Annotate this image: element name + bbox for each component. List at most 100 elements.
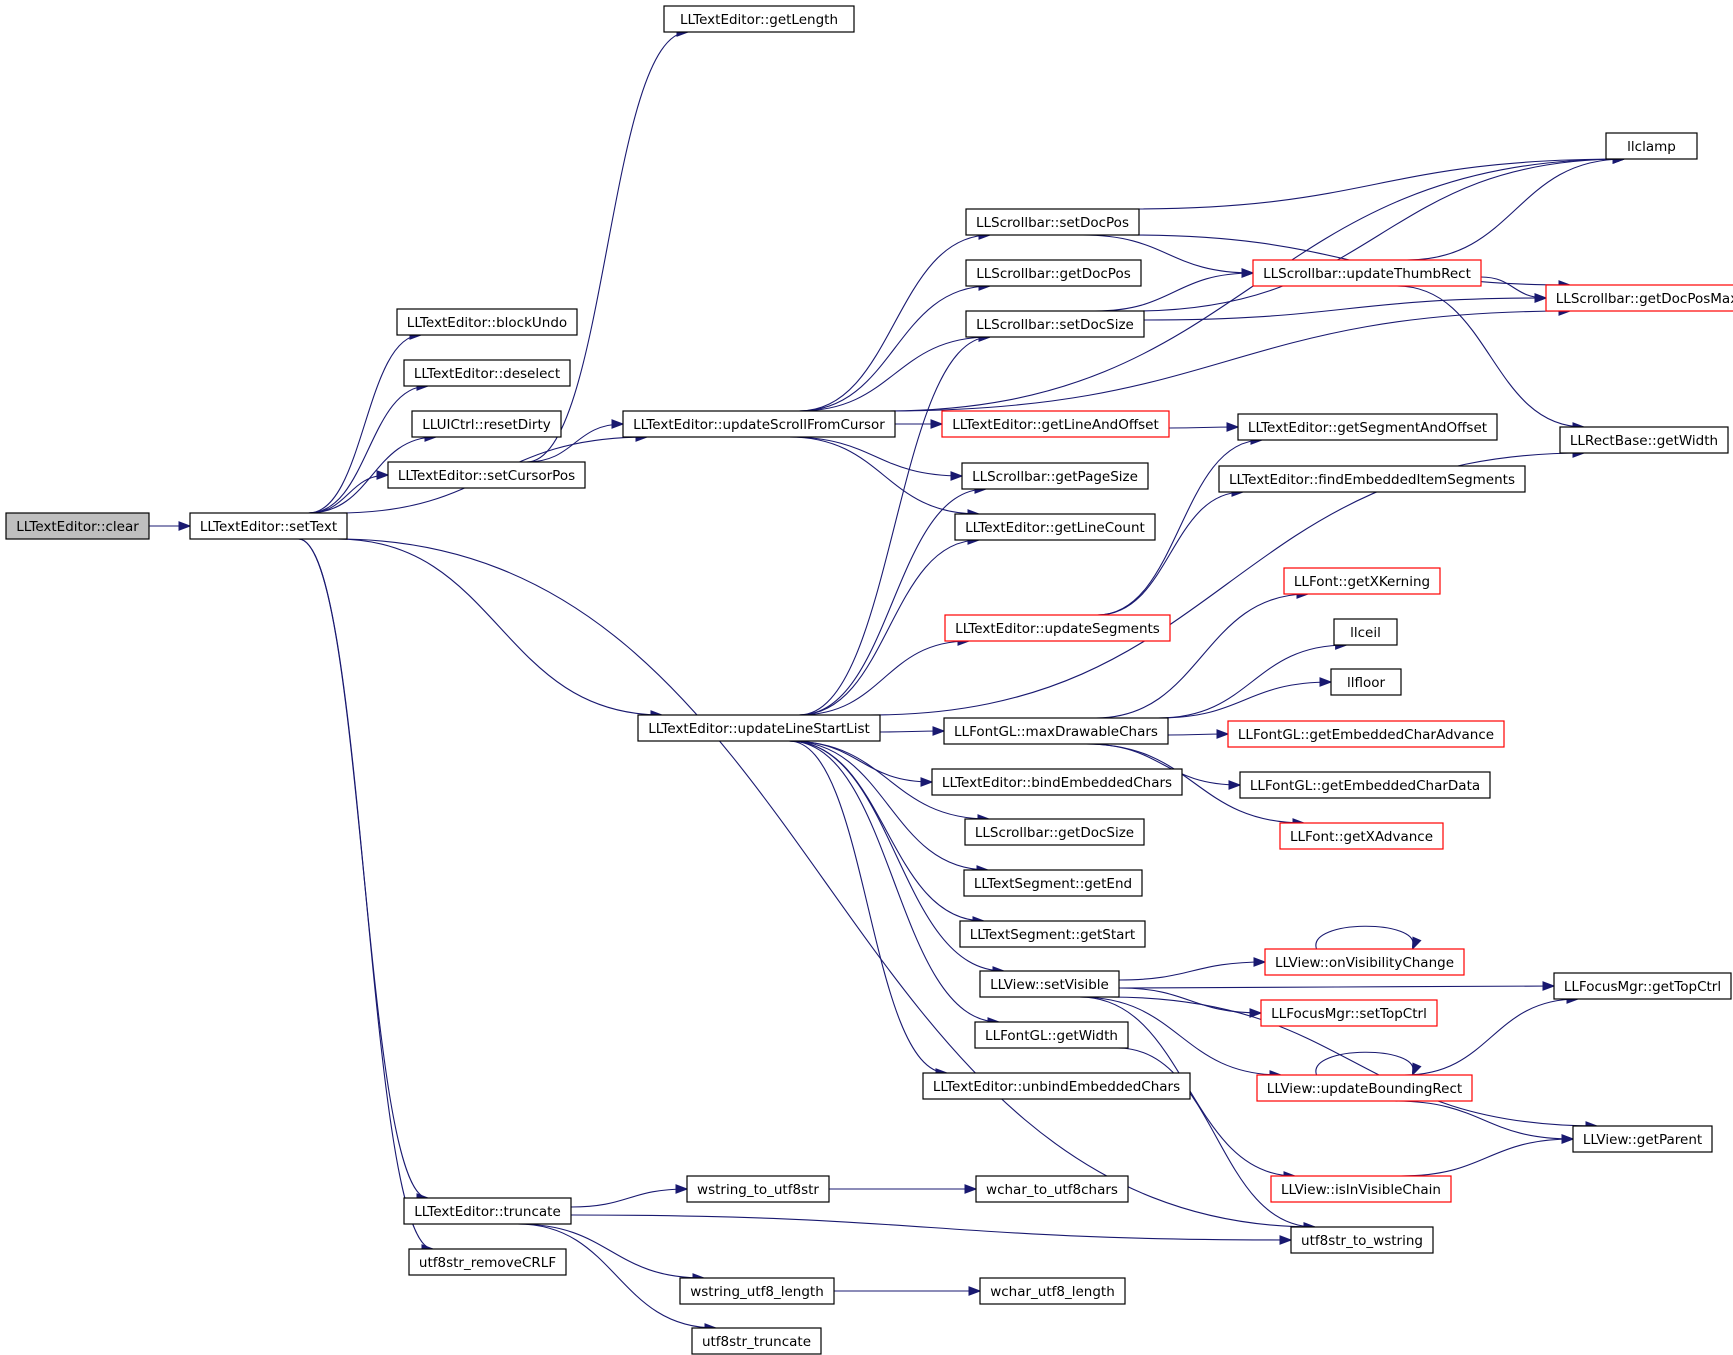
node-label: llceil <box>1350 625 1381 641</box>
node-updateThumbRect[interactable]: LLScrollbar::updateThumbRect <box>1252 259 1482 287</box>
node-label: LLFontGL::getEmbeddedCharAdvance <box>1238 727 1494 743</box>
node-box <box>403 1197 572 1225</box>
node-llclamp[interactable]: llclamp <box>1605 132 1698 160</box>
node-isInVisibleChain[interactable]: LLView::isInVisibleChain <box>1270 1175 1452 1203</box>
node-updateSegments[interactable]: LLTextEditor::updateSegments <box>944 614 1171 642</box>
edge-updateLineStartList-to-bindEmbeddedChars <box>788 740 934 787</box>
node-blockUndo[interactable]: LLTextEditor::blockUndo <box>396 308 578 336</box>
edge-setText-to-updateLineStartList <box>336 538 664 720</box>
node-deselect[interactable]: LLTextEditor::deselect <box>403 359 571 387</box>
edge-onVisibilityChange-to-onVisibilityChange <box>1315 925 1422 951</box>
node-wstringUtf8Length[interactable]: wstring_utf8_length <box>679 1277 835 1305</box>
edge-line <box>1133 158 1625 312</box>
node-label: LLTextEditor::getLength <box>680 12 838 28</box>
edge-updateLineStartList-to-updateSegments <box>798 636 971 716</box>
node-getStart[interactable]: LLTextSegment::getStart <box>959 920 1146 948</box>
node-updateBoundingRect[interactable]: LLView::updateBoundingRect <box>1256 1074 1473 1102</box>
node-updateLineStartList[interactable]: LLTextEditor::updateLineStartList <box>637 714 881 742</box>
node-getDocPos[interactable]: LLScrollbar::getDocPos <box>965 259 1142 287</box>
node-wstringToUtf8str[interactable]: wstring_to_utf8str <box>686 1175 830 1203</box>
edge-updateScrollFromCursor-to-getLineAndOffset <box>895 419 944 429</box>
node-box <box>5 512 150 540</box>
node-getXKerning[interactable]: LLFont::getXKerning <box>1283 567 1441 595</box>
node-getEnd[interactable]: LLTextSegment::getEnd <box>963 869 1143 897</box>
node-label: LLView::setVisible <box>990 977 1109 993</box>
edge-line <box>1400 1138 1574 1177</box>
node-box <box>965 208 1140 236</box>
node-setText[interactable]: LLTextEditor::setText <box>189 512 348 540</box>
node-findEmbeddedItemSegments[interactable]: LLTextEditor::findEmbeddedItemSegments <box>1218 465 1526 493</box>
node-setDocSize[interactable]: LLScrollbar::setDocSize <box>965 310 1145 338</box>
arrowhead <box>611 419 625 429</box>
node-box <box>1252 259 1482 287</box>
edge-line <box>336 538 1316 1228</box>
node-getLineAndOffset[interactable]: LLTextEditor::getLineAndOffset <box>941 410 1170 438</box>
node-label: LLFontGL::getEmbeddedCharData <box>1250 778 1480 794</box>
node-wcharToUtf8chars[interactable]: wchar_to_utf8chars <box>975 1175 1129 1203</box>
node-label: LLScrollbar::getDocPosMax <box>1556 291 1733 307</box>
edge-line <box>1118 987 1262 1014</box>
node-label: utf8str_removeCRLF <box>419 1255 556 1271</box>
node-getXAdvance[interactable]: LLFont::getXAdvance <box>1279 822 1444 850</box>
node-maxDrawableChars[interactable]: LLFontGL::maxDrawableChars <box>943 717 1169 745</box>
node-box <box>622 410 896 438</box>
edge-line <box>308 385 429 514</box>
node-setVisible[interactable]: LLView::setVisible <box>979 970 1120 998</box>
node-getParent[interactable]: LLView::getParent <box>1572 1125 1713 1153</box>
node-setCursorPos[interactable]: LLTextEditor::setCursorPos <box>387 461 586 489</box>
node-getDocPosMax[interactable]: LLScrollbar::getDocPosMax <box>1545 284 1733 312</box>
node-label: LLTextEditor::truncate <box>414 1204 561 1220</box>
node-getPageSize[interactable]: LLScrollbar::getPageSize <box>961 462 1149 490</box>
node-onVisibilityChange[interactable]: LLView::onVisibilityChange <box>1264 948 1465 976</box>
edge-line <box>1128 158 1625 210</box>
node-box <box>965 259 1142 287</box>
edge-line <box>1118 961 1266 981</box>
edge-line <box>884 310 1571 412</box>
node-resetDirty[interactable]: LLUICtrl::resetDirty <box>411 410 562 438</box>
node-setTopCtrl[interactable]: LLFocusMgr::setTopCtrl <box>1260 999 1438 1027</box>
edge-line <box>1118 985 1555 989</box>
arrowhead <box>1561 1134 1575 1144</box>
node-label: LLScrollbar::getDocPos <box>976 266 1131 282</box>
node-clear[interactable]: LLTextEditor::clear <box>5 512 150 540</box>
node-getLength[interactable]: LLTextEditor::getLength <box>663 5 855 33</box>
node-box <box>691 1327 822 1355</box>
node-rectGetWidth[interactable]: LLRectBase::getWidth <box>1559 426 1729 454</box>
node-bindEmbeddedChars[interactable]: LLTextEditor::bindEmbeddedChars <box>931 768 1183 796</box>
node-removeCRLF[interactable]: utf8str_removeCRLF <box>408 1248 567 1276</box>
node-box <box>943 717 1169 745</box>
node-label: LLScrollbar::setDocPos <box>976 215 1129 231</box>
node-utf8strTruncate[interactable]: utf8str_truncate <box>691 1327 822 1355</box>
node-getEmbeddedCharData[interactable]: LLFontGL::getEmbeddedCharData <box>1239 771 1491 799</box>
node-llceil[interactable]: llceil <box>1333 618 1398 646</box>
edge-line <box>1406 158 1625 261</box>
node-label: LLScrollbar::setDocSize <box>976 317 1134 333</box>
edge-line <box>788 436 980 515</box>
node-updateScrollFromCursor[interactable]: LLTextEditor::updateScrollFromCursor <box>622 410 896 438</box>
node-utf8strToWstring[interactable]: utf8str_to_wstring <box>1290 1226 1434 1254</box>
node-llfloor[interactable]: llfloor <box>1330 668 1402 696</box>
edge-line <box>1117 1047 1316 1228</box>
edge-line <box>788 740 948 1074</box>
node-getDocSize[interactable]: LLScrollbar::getDocSize <box>964 818 1145 846</box>
node-box <box>189 512 348 540</box>
node-box <box>954 513 1156 541</box>
node-getSegmentAndOffset[interactable]: LLTextEditor::getSegmentAndOffset <box>1237 413 1498 441</box>
edge-line <box>798 336 991 412</box>
node-box <box>1279 822 1444 850</box>
node-truncate[interactable]: LLTextEditor::truncate <box>403 1197 572 1225</box>
node-fontGetWidth[interactable]: LLFontGL::getWidth <box>974 1021 1129 1049</box>
node-setDocPos[interactable]: LLScrollbar::setDocPos <box>965 208 1140 236</box>
node-box <box>975 1175 1129 1203</box>
node-getLineCount[interactable]: LLTextEditor::getLineCount <box>954 513 1156 541</box>
arrowhead <box>950 471 964 481</box>
node-box <box>922 1072 1191 1100</box>
node-getTopCtrl[interactable]: LLFocusMgr::getTopCtrl <box>1553 972 1732 1000</box>
node-wcharUtf8Length[interactable]: wchar_utf8_length <box>979 1277 1126 1305</box>
node-label: llclamp <box>1627 139 1676 155</box>
node-getEmbeddedCharAdvance[interactable]: LLFontGL::getEmbeddedCharAdvance <box>1227 720 1505 748</box>
node-box <box>1559 426 1729 454</box>
edge-setCursorPos-to-updateScrollFromCursor <box>526 419 625 463</box>
node-label: LLView::onVisibilityChange <box>1275 955 1454 971</box>
node-unbindEmbeddedChars[interactable]: LLTextEditor::unbindEmbeddedChars <box>922 1072 1191 1100</box>
